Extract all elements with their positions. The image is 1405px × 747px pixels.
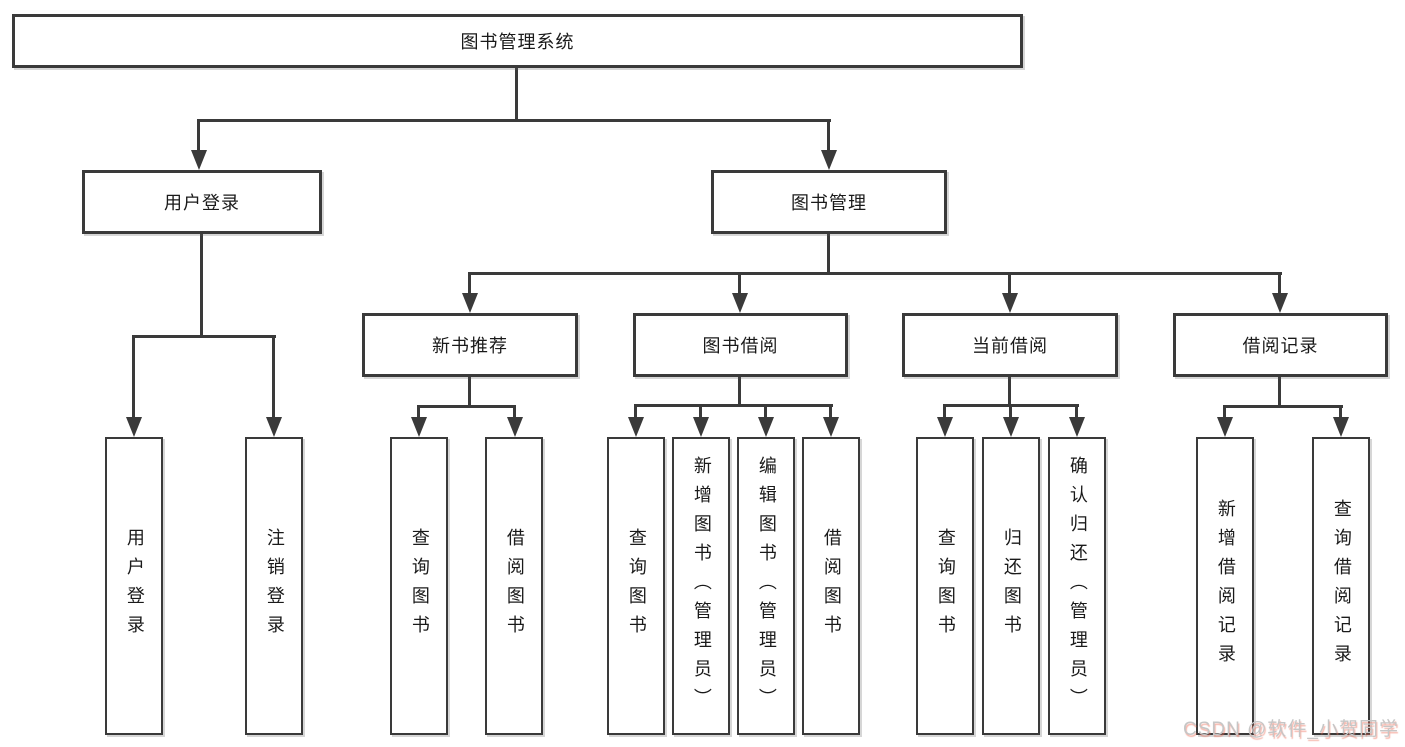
connector-userlogin-bar xyxy=(132,335,276,338)
connector-arrow-stem xyxy=(1075,404,1078,420)
connector-arrow-stem xyxy=(1278,272,1281,296)
connector-arrow-stem xyxy=(197,119,200,153)
leaf-label: 归还图书 xyxy=(1001,528,1022,644)
leaf-confirm-return-admin: 确认归还（管理员） xyxy=(1048,437,1106,735)
connector-arrow-stem xyxy=(738,272,741,296)
connector-arrow-stem xyxy=(1009,404,1012,420)
connector-newbookrec-stem xyxy=(468,376,471,408)
leaf-label: 查询借阅记录 xyxy=(1331,499,1352,673)
connector-bookmgmt-bar xyxy=(468,272,1282,275)
leaf-borrow-books-recommend: 借阅图书 xyxy=(485,437,543,735)
leaf-label: 编辑图书（管理员） xyxy=(756,455,777,717)
arrowhead-down-icon xyxy=(823,417,839,437)
leaf-query-books-borrow: 查询图书 xyxy=(607,437,665,735)
node-library-management-system: 图书管理系统 xyxy=(12,14,1023,68)
connector-bookmgmt-stem xyxy=(827,233,830,274)
arrowhead-down-icon xyxy=(411,417,427,437)
leaf-query-books-current: 查询图书 xyxy=(916,437,974,735)
arrowhead-down-icon xyxy=(191,150,207,170)
connector-root-stem xyxy=(515,68,518,121)
connector-bookborrow-bar xyxy=(634,404,833,407)
arrowhead-down-icon xyxy=(1217,417,1233,437)
arrowhead-down-icon xyxy=(507,417,523,437)
node-book-management: 图书管理 xyxy=(711,170,947,234)
node-book-borrowing: 图书借阅 xyxy=(633,313,848,377)
connector-arrow-stem xyxy=(1223,405,1226,420)
connector-arrow-stem xyxy=(634,404,637,420)
leaf-label: 借阅图书 xyxy=(821,528,842,644)
arrowhead-down-icon xyxy=(937,417,953,437)
arrowhead-down-icon xyxy=(462,293,478,313)
leaf-query-books-recommend: 查询图书 xyxy=(390,437,448,735)
arrowhead-down-icon xyxy=(732,293,748,313)
connector-arrow-stem xyxy=(1339,405,1342,420)
leaf-logout: 注销登录 xyxy=(245,437,303,735)
node-new-book-recommend: 新书推荐 xyxy=(362,313,578,377)
leaf-return-books: 归还图书 xyxy=(982,437,1040,735)
leaf-label: 借阅图书 xyxy=(504,528,525,644)
leaf-add-books-admin: 新增图书（管理员） xyxy=(672,437,730,735)
leaf-label: 查询图书 xyxy=(935,528,956,644)
connector-arrow-stem xyxy=(764,404,767,420)
connector-arrow-stem xyxy=(699,404,702,420)
leaf-label: 查询图书 xyxy=(626,528,647,644)
leaf-label: 确认归还（管理员） xyxy=(1067,455,1088,717)
connector-borrowrecords-stem xyxy=(1278,376,1281,408)
arrowhead-down-icon xyxy=(758,417,774,437)
arrowhead-down-icon xyxy=(821,150,837,170)
connector-newbookrec-bar xyxy=(417,405,516,408)
leaf-query-borrow-record: 查询借阅记录 xyxy=(1312,437,1370,735)
leaf-edit-books-admin: 编辑图书（管理员） xyxy=(737,437,795,735)
connector-arrow-stem xyxy=(468,272,471,296)
node-borrowing-records: 借阅记录 xyxy=(1173,313,1388,377)
node-user-login: 用户登录 xyxy=(82,170,322,234)
arrowhead-down-icon xyxy=(1003,417,1019,437)
arrowhead-down-icon xyxy=(628,417,644,437)
leaf-label: 查询图书 xyxy=(409,528,430,644)
leaf-label: 新增图书（管理员） xyxy=(691,455,712,717)
connector-currentborrow-stem xyxy=(1008,376,1011,407)
arrowhead-down-icon xyxy=(693,417,709,437)
arrowhead-down-icon xyxy=(1069,417,1085,437)
connector-userlogin-stem xyxy=(200,233,203,338)
node-current-borrowing: 当前借阅 xyxy=(902,313,1118,377)
arrowhead-down-icon xyxy=(1272,293,1288,313)
leaf-label: 新增借阅记录 xyxy=(1215,499,1236,673)
arrowhead-down-icon xyxy=(126,417,142,437)
leaf-add-borrow-record: 新增借阅记录 xyxy=(1196,437,1254,735)
leaf-label: 注销登录 xyxy=(264,528,285,644)
connector-root-bar xyxy=(197,119,831,122)
leaf-borrow-books: 借阅图书 xyxy=(802,437,860,735)
leaf-user-login: 用户登录 xyxy=(105,437,163,735)
connector-borrowrecords-bar xyxy=(1223,405,1343,408)
connector-arrow-stem xyxy=(943,404,946,420)
arrowhead-down-icon xyxy=(266,417,282,437)
connector-arrow-stem xyxy=(132,335,135,420)
connector-arrow-stem xyxy=(1008,272,1011,296)
connector-arrow-stem xyxy=(513,405,516,420)
leaf-label: 用户登录 xyxy=(124,528,145,644)
connector-arrow-stem xyxy=(827,119,830,153)
connector-bookborrow-stem xyxy=(738,376,741,407)
arrowhead-down-icon xyxy=(1333,417,1349,437)
connector-arrow-stem xyxy=(272,335,275,420)
watermark-csdn: CSDN @软件_小贺同学 xyxy=(1183,719,1399,740)
arrowhead-down-icon xyxy=(1002,293,1018,313)
connector-arrow-stem xyxy=(829,404,832,420)
connector-arrow-stem xyxy=(417,405,420,420)
